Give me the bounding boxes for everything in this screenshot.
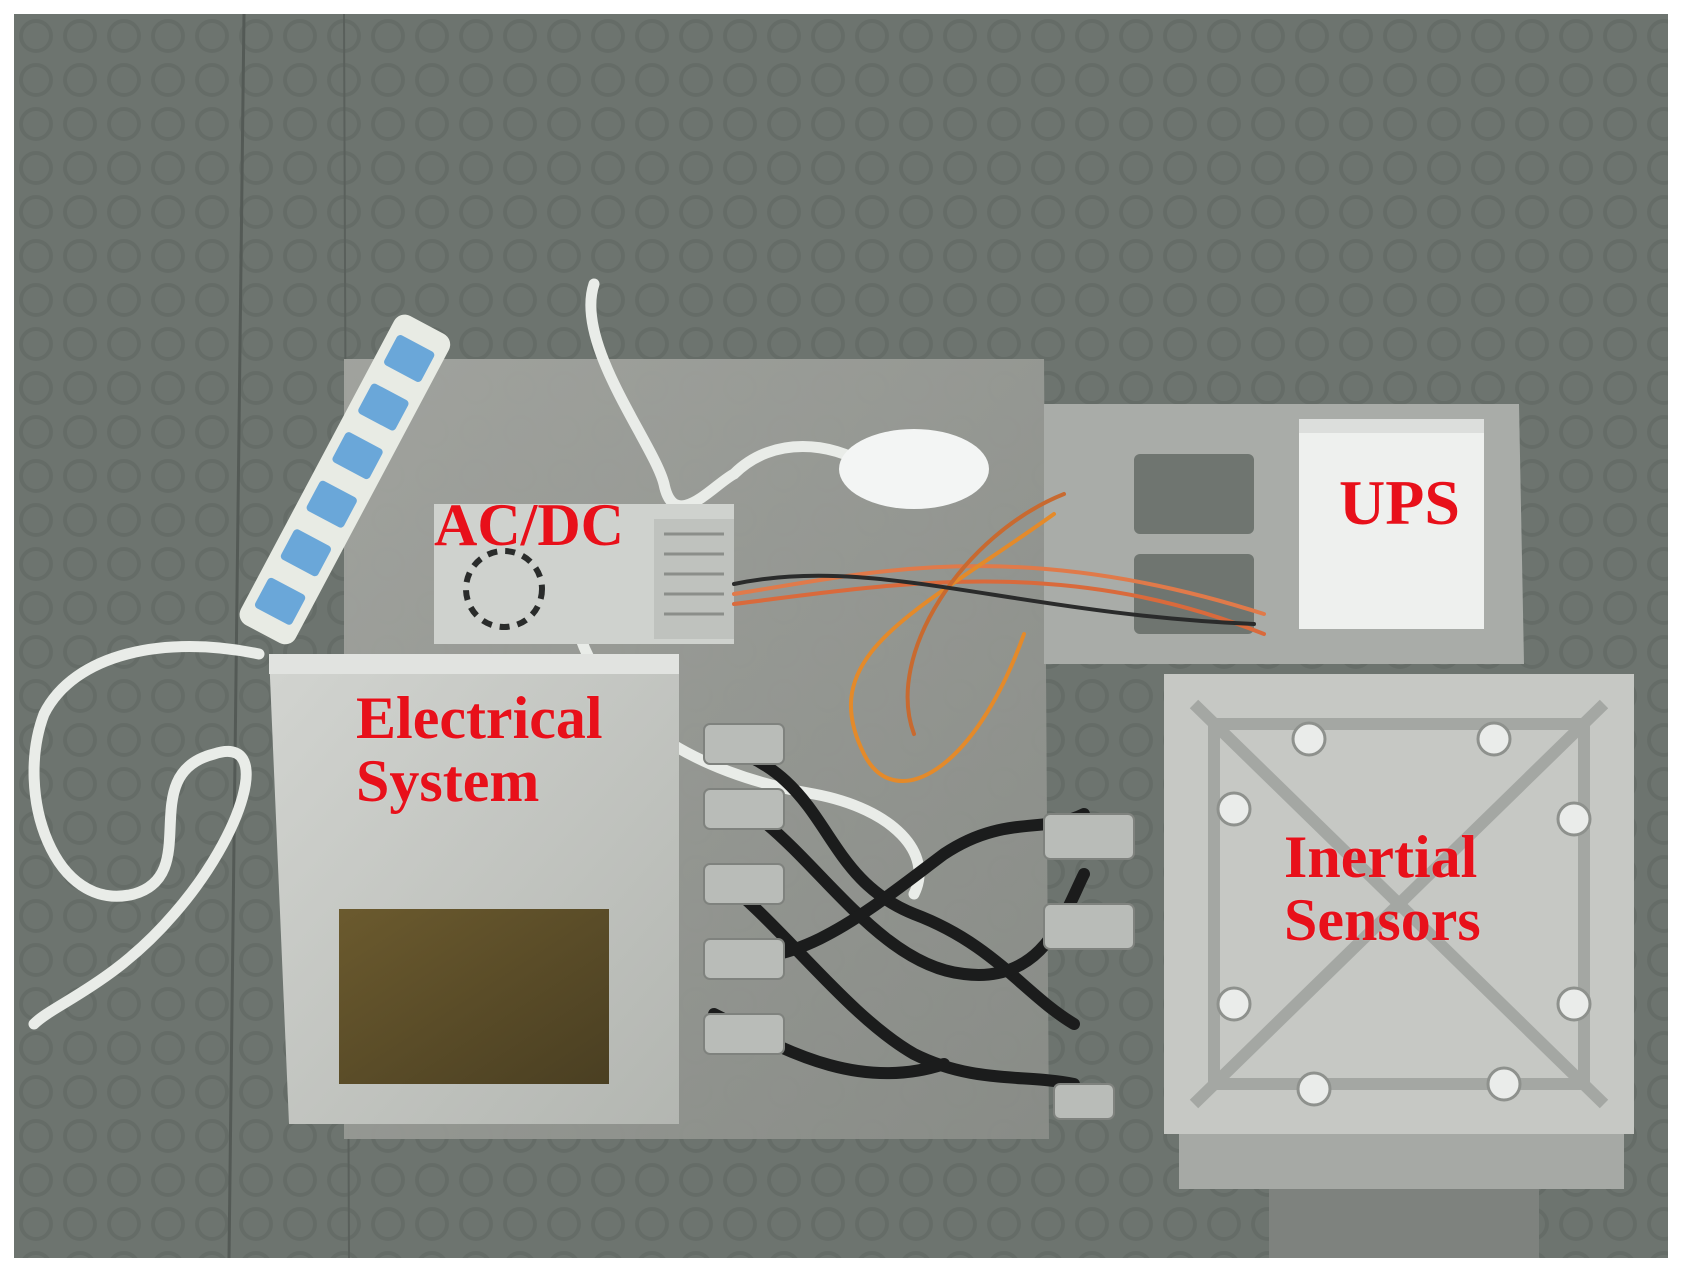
label-electrical-system: Electrical System bbox=[356, 687, 603, 813]
label-inertial-line1: Inertial bbox=[1284, 824, 1478, 890]
acdc-module bbox=[434, 504, 734, 644]
electrical-system-box bbox=[269, 654, 679, 1124]
display-window bbox=[339, 909, 609, 1084]
signal-wires bbox=[732, 492, 1266, 783]
scene-illustration bbox=[14, 14, 1668, 1258]
power-strip bbox=[239, 314, 451, 645]
label-acdc: AC/DC bbox=[434, 492, 624, 558]
label-ups: UPS bbox=[1339, 467, 1460, 538]
connectors-right bbox=[1043, 813, 1135, 1120]
connectors-left bbox=[703, 723, 785, 1055]
label-electrical-line2: System bbox=[356, 748, 540, 814]
ups-box bbox=[1299, 419, 1484, 629]
label-electrical-line1: Electrical bbox=[356, 685, 603, 751]
photo: AC/DC UPS Electrical System Inertial Sen… bbox=[14, 14, 1668, 1258]
label-inertial-sensors: Inertial Sensors bbox=[1284, 826, 1481, 952]
foam-wrap bbox=[839, 429, 989, 509]
label-inertial-line2: Sensors bbox=[1284, 887, 1481, 953]
inertial-sensors-unit bbox=[1164, 674, 1634, 1258]
